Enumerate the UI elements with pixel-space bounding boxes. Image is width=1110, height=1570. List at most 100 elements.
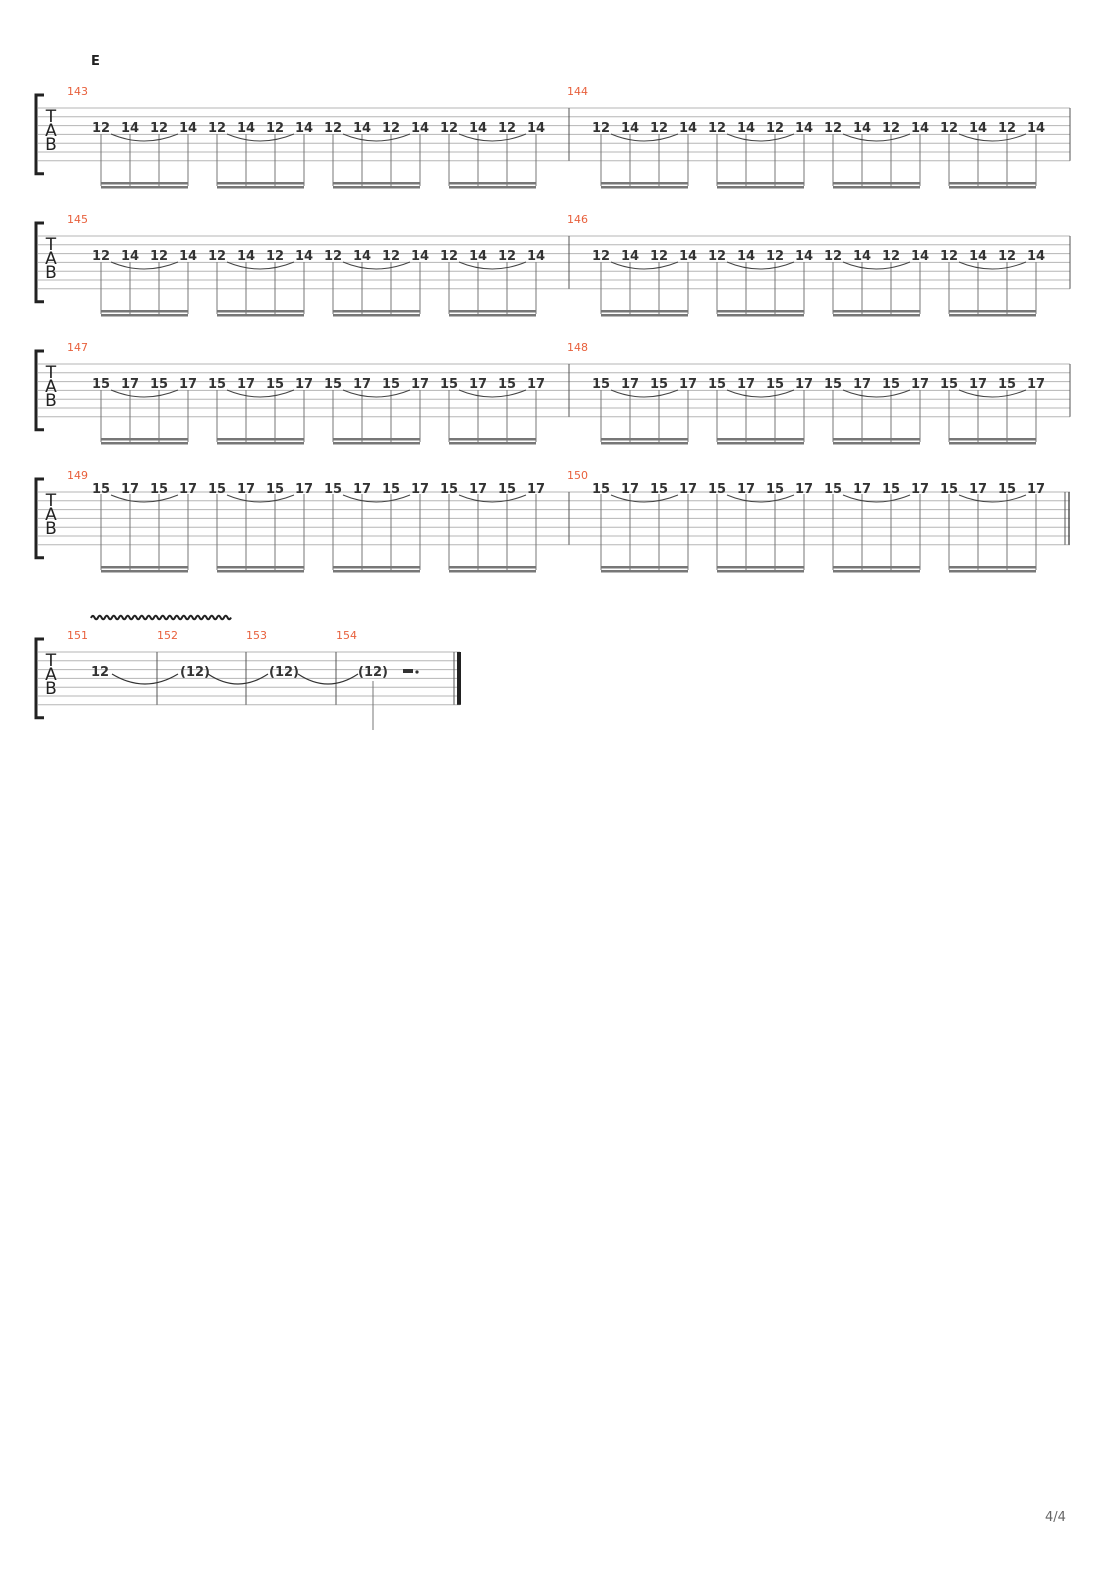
beam	[101, 566, 188, 569]
slur	[958, 133, 1027, 142]
fret-number: 15	[998, 482, 1016, 497]
fret-number: 14	[353, 249, 371, 264]
slur	[726, 389, 795, 398]
fret-number: 17	[295, 482, 313, 497]
beam	[601, 438, 688, 441]
fret-number: 14	[795, 249, 813, 264]
rest-symbol	[403, 669, 413, 673]
beam	[101, 442, 188, 445]
fret-number: 15	[382, 377, 400, 392]
beam	[449, 442, 536, 445]
fret-number: 17	[121, 482, 139, 497]
fret-number: 12	[208, 249, 226, 264]
fret-number: 14	[1027, 249, 1045, 264]
fret-number: 12	[208, 121, 226, 136]
slur	[726, 494, 795, 503]
fret-number: 14	[853, 121, 871, 136]
fret-number: 17	[853, 482, 871, 497]
beam	[601, 186, 688, 189]
beam	[833, 182, 920, 185]
fret-number: 12	[382, 249, 400, 264]
fret-number: 15	[998, 377, 1016, 392]
fret-number: 12	[882, 249, 900, 264]
beam	[949, 314, 1036, 317]
measure-number: 153	[246, 629, 267, 642]
fret-number: 15	[882, 377, 900, 392]
fret-number: 14	[179, 249, 197, 264]
fret-number: 17	[353, 482, 371, 497]
fret-number: 17	[121, 377, 139, 392]
fret-number: 15	[150, 482, 168, 497]
slur	[958, 389, 1027, 398]
beam	[101, 438, 188, 441]
fret-number: 15	[650, 482, 668, 497]
tab-clef-letter: A	[45, 505, 57, 525]
fret-number: 12	[766, 121, 784, 136]
beam	[833, 186, 920, 189]
fret-number: 17	[679, 377, 697, 392]
fret-number: 14	[795, 121, 813, 136]
fret-number: 14	[737, 121, 755, 136]
fret-number: 12	[592, 121, 610, 136]
beam	[101, 314, 188, 317]
fret-number: 14	[621, 121, 639, 136]
fret-number: 17	[1027, 482, 1045, 497]
fret-number: 15	[266, 482, 284, 497]
fret-number: 14	[911, 121, 929, 136]
fret-number: 15	[208, 482, 226, 497]
fret-number: 15	[440, 482, 458, 497]
fret-number: 12	[708, 249, 726, 264]
beam	[333, 310, 420, 313]
measure-number: 150	[567, 469, 588, 482]
beam	[449, 438, 536, 441]
beam	[217, 186, 304, 189]
fret-number: 14	[353, 121, 371, 136]
fret-number: 17	[795, 482, 813, 497]
fret-number: 14	[469, 121, 487, 136]
tab-clef-letter: A	[45, 249, 57, 269]
fret-number: 15	[650, 377, 668, 392]
fret-number: 17	[737, 377, 755, 392]
beam	[217, 442, 304, 445]
fret-number: 12	[150, 249, 168, 264]
fret-number: 15	[940, 482, 958, 497]
fret-number: (12)	[180, 665, 210, 680]
fret-number: 15	[382, 482, 400, 497]
fret-number: 12	[324, 249, 342, 264]
fret-number: 12	[998, 249, 1016, 264]
slur	[226, 133, 295, 142]
beam	[949, 310, 1036, 313]
tab-clef-letter: B	[45, 263, 57, 283]
beam	[601, 182, 688, 185]
fret-number: 15	[824, 377, 842, 392]
fret-number: 17	[469, 377, 487, 392]
fret-number: 17	[237, 377, 255, 392]
fret-number: 15	[92, 482, 110, 497]
beam	[101, 186, 188, 189]
fret-number: (12)	[269, 665, 299, 680]
beam	[333, 438, 420, 441]
system-bracket	[34, 93, 44, 176]
fret-number: 17	[295, 377, 313, 392]
fret-number: 12	[92, 121, 110, 136]
beam	[217, 566, 304, 569]
beam	[601, 310, 688, 313]
fret-number: 15	[324, 482, 342, 497]
tab-clef-letter: A	[45, 665, 57, 685]
beam	[949, 442, 1036, 445]
beam	[101, 182, 188, 185]
fret-number: 17	[1027, 377, 1045, 392]
fret-number: 14	[121, 121, 139, 136]
beam	[949, 566, 1036, 569]
measure-number: 148	[567, 341, 588, 354]
fret-number: 15	[592, 482, 610, 497]
tab-clef-letter: T	[45, 491, 57, 511]
fret-number: 15	[708, 377, 726, 392]
beam	[949, 182, 1036, 185]
beam	[449, 310, 536, 313]
slur	[842, 389, 911, 398]
fret-number: 14	[969, 249, 987, 264]
